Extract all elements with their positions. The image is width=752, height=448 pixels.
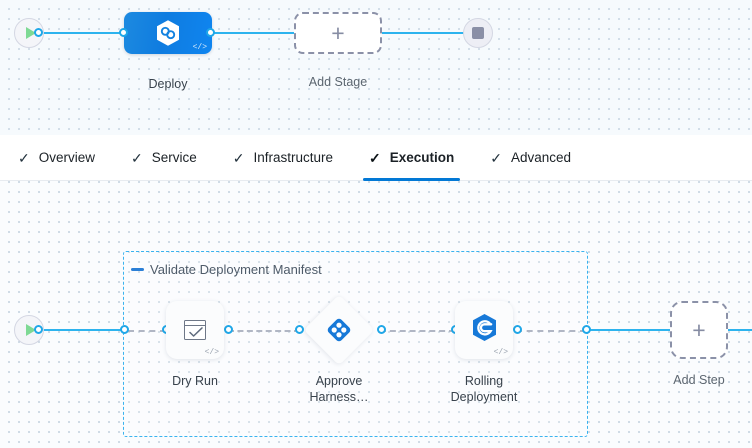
- deploy-node-output-port[interactable]: [206, 28, 215, 37]
- deploy-node-input-port[interactable]: [119, 28, 128, 37]
- tab-infrastructure[interactable]: ✓ Infrastructure: [215, 135, 351, 181]
- stage-node-deploy[interactable]: </>: [124, 12, 212, 54]
- plus-icon: +: [331, 22, 344, 45]
- code-glyph: </>: [193, 43, 207, 52]
- dry-run-output-port[interactable]: [224, 325, 233, 334]
- connector-group-to-addstep: [586, 329, 671, 331]
- tab-advanced-label: Advanced: [511, 150, 571, 165]
- connector-addstep-to-right: [728, 329, 752, 331]
- execution-start-port[interactable]: [34, 325, 43, 334]
- approve-input-port[interactable]: [295, 325, 304, 334]
- tab-infrastructure-label: Infrastructure: [253, 150, 333, 165]
- stage-canvas[interactable]: </> Deploy + Add Stage: [0, 0, 752, 135]
- connector-start-to-group: [38, 329, 128, 331]
- connector-approve-to-rolling: [380, 330, 455, 332]
- step-label-approve-harness-text: ApproveHarness…: [309, 374, 368, 404]
- step-group-label: Validate Deployment Manifest: [150, 262, 322, 277]
- step-label-dry-run: Dry Run: [135, 373, 255, 389]
- check-icon: ✓: [131, 151, 143, 165]
- plus-icon: +: [692, 319, 705, 342]
- start-node-port[interactable]: [34, 28, 43, 37]
- tab-advanced[interactable]: ✓ Advanced: [472, 135, 589, 181]
- connector-dryrun-to-approve: [228, 330, 300, 332]
- check-icon: ✓: [18, 151, 30, 165]
- step-group-header[interactable]: Validate Deployment Manifest: [131, 262, 322, 277]
- group-entry-port[interactable]: [120, 325, 129, 334]
- dry-run-check-window-icon: [184, 320, 206, 340]
- code-glyph: </>: [205, 348, 219, 357]
- rolling-output-port[interactable]: [513, 325, 522, 334]
- check-icon: ✓: [233, 151, 245, 165]
- add-stage-label: Add Stage: [274, 74, 402, 90]
- rolling-deployment-hexagon-icon: [471, 313, 498, 347]
- step-label-approve-harness: ApproveHarness…: [279, 373, 399, 405]
- group-exit-port[interactable]: [582, 325, 591, 334]
- connector-deploy-to-addstage: [210, 32, 300, 34]
- pipeline-end-node[interactable]: [463, 18, 493, 48]
- step-node-rolling-deployment[interactable]: </>: [455, 301, 513, 359]
- tab-execution-label: Execution: [390, 150, 455, 165]
- step-label-rolling-deployment: RollingDeployment: [424, 373, 544, 405]
- tab-service-label: Service: [152, 150, 197, 165]
- connector-start-to-deploy: [38, 32, 130, 34]
- harness-deploy-hexagon-icon: [155, 19, 181, 47]
- tab-service[interactable]: ✓ Service: [113, 135, 215, 181]
- stage-label-deploy: Deploy: [104, 76, 232, 92]
- connector-addstage-to-end: [378, 32, 468, 34]
- check-icon: ✓: [490, 151, 502, 165]
- tab-overview-label: Overview: [39, 150, 95, 165]
- check-icon: ✓: [369, 151, 381, 165]
- add-stage-button[interactable]: +: [294, 12, 382, 54]
- step-label-rolling-deployment-text: RollingDeployment: [451, 374, 518, 404]
- code-glyph: </>: [494, 348, 508, 357]
- connector-rolling-to-group-exit: [516, 330, 586, 332]
- step-node-dry-run[interactable]: </>: [166, 301, 224, 359]
- approve-output-port[interactable]: [377, 325, 386, 334]
- connector-group-entry-to-dryrun: [128, 330, 166, 332]
- stop-icon: [472, 27, 484, 39]
- tab-execution[interactable]: ✓ Execution: [351, 135, 472, 181]
- add-step-label: Add Step: [639, 372, 752, 388]
- tab-overview[interactable]: ✓ Overview: [0, 135, 113, 181]
- stage-tabs[interactable]: ✓ Overview ✓ Service ✓ Infrastructure ✓ …: [0, 135, 752, 181]
- execution-canvas[interactable]: Validate Deployment Manifest </> Dry Run: [0, 181, 752, 448]
- add-step-button[interactable]: +: [670, 301, 728, 359]
- collapse-dash-icon[interactable]: [131, 268, 144, 270]
